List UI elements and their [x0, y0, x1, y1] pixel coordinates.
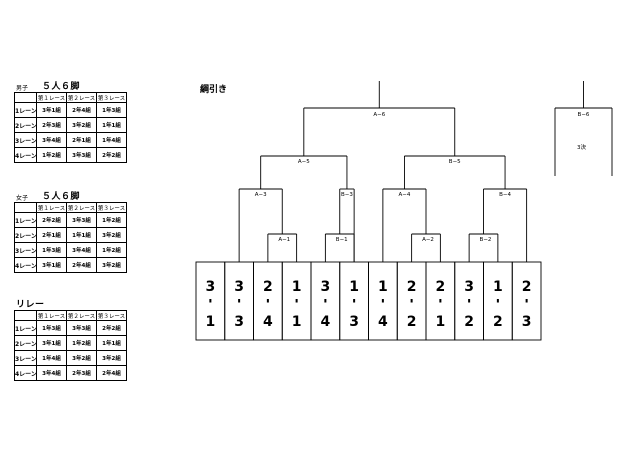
table-header-row: 第１レース第２レース第３レース — [14, 310, 127, 321]
team-box: 21 — [425, 261, 456, 341]
team-class: 2 — [493, 314, 503, 330]
class-cell: 1年4組 — [96, 132, 127, 148]
separator-dot — [353, 299, 356, 303]
team-grade: 1 — [493, 279, 503, 295]
match-label-a3: A−3 — [255, 192, 267, 198]
class-cell: 2年2組 — [96, 147, 127, 163]
team-class: 2 — [464, 314, 474, 330]
team-grade: 1 — [378, 279, 388, 295]
team-class: 1 — [206, 314, 216, 330]
match-label-b4: B−4 — [499, 192, 511, 198]
team-grade: 3 — [464, 279, 474, 295]
team-grade: 2 — [436, 279, 446, 295]
class-cell: 3年3組 — [66, 147, 97, 163]
team-class: 3 — [522, 314, 532, 330]
separator-dot — [496, 299, 499, 303]
section-boys-label: 男子 — [16, 85, 29, 92]
team-class: 1 — [292, 314, 302, 330]
lane-label: 4レーン — [14, 147, 37, 163]
team-box: 14 — [368, 261, 398, 341]
separator-dot — [381, 299, 384, 303]
team-class: 4 — [263, 314, 273, 330]
separator-dot — [238, 299, 241, 303]
separator-dot — [266, 299, 269, 303]
team-class: 3 — [349, 314, 359, 330]
team-box: 13 — [339, 261, 369, 341]
lane-label: 4レーン — [14, 365, 37, 381]
team-box: 11 — [281, 261, 312, 341]
team-grade: 3 — [321, 279, 331, 295]
team-box: 22 — [396, 261, 427, 341]
team-class: 4 — [378, 314, 388, 330]
match-label-b6: B−6 — [578, 112, 590, 118]
team-class: 4 — [321, 314, 331, 330]
team-class: 1 — [436, 314, 446, 330]
section-relay-title: リレー — [16, 300, 45, 310]
match-label-a4: A−4 — [399, 192, 411, 198]
separator-dot — [410, 299, 413, 303]
match-label-b5: B−5 — [449, 159, 461, 165]
team-box: 24 — [253, 261, 283, 341]
section-boys-title: ５人６脚 — [42, 82, 81, 92]
team-grade: 1 — [292, 279, 302, 295]
team-box: 34 — [310, 261, 341, 341]
team-grade: 3 — [234, 279, 244, 295]
team-grade: 2 — [522, 279, 532, 295]
class-cell: 3年4組 — [36, 365, 67, 381]
team-grade: 2 — [263, 279, 273, 295]
class-cell: 3年1組 — [36, 257, 67, 273]
separator-dot — [209, 299, 212, 303]
third-place-label: 3決 — [577, 143, 586, 151]
match-label-b2: B−2 — [480, 237, 492, 243]
bracket-title: 綱引き — [200, 85, 228, 95]
class-cell: 3年2組 — [96, 257, 127, 273]
match-label-a6: A−6 — [373, 112, 385, 118]
match-label-a5: A−5 — [298, 159, 310, 165]
match-label-a1: A−1 — [278, 237, 290, 243]
team-box: 33 — [224, 261, 254, 341]
team-class: 3 — [234, 314, 244, 330]
separator-dot — [439, 299, 442, 303]
bracket-lines — [238, 81, 613, 262]
team-box: 23 — [511, 261, 542, 341]
team-grade: 3 — [206, 279, 216, 295]
team-box-border — [511, 261, 542, 341]
team-class: 2 — [407, 314, 417, 330]
team-box: 12 — [483, 261, 513, 341]
class-cell: 2年4組 — [96, 365, 127, 381]
separator-dot — [324, 299, 327, 303]
separator-dot — [525, 299, 528, 303]
section-girls-title: ５人６脚 — [42, 192, 81, 202]
match-label-a2: A−2 — [422, 237, 434, 243]
separator-dot — [468, 299, 471, 303]
team-grade: 1 — [349, 279, 359, 295]
section-girls-label: 女子 — [16, 195, 29, 202]
team-grade: 2 — [407, 279, 417, 295]
match-label-b3: B−3 — [341, 192, 353, 198]
bracket-match-labels: A−1 B−1 A−2 B−2 A−3 B−3 A−4 B−4 A−5 B−5 A−6 B−6 3決 — [255, 112, 590, 243]
separator-dot — [295, 299, 298, 303]
match-label-b1: B−1 — [336, 237, 348, 243]
team-box: 32 — [454, 261, 484, 341]
team-box: 31 — [195, 261, 226, 341]
